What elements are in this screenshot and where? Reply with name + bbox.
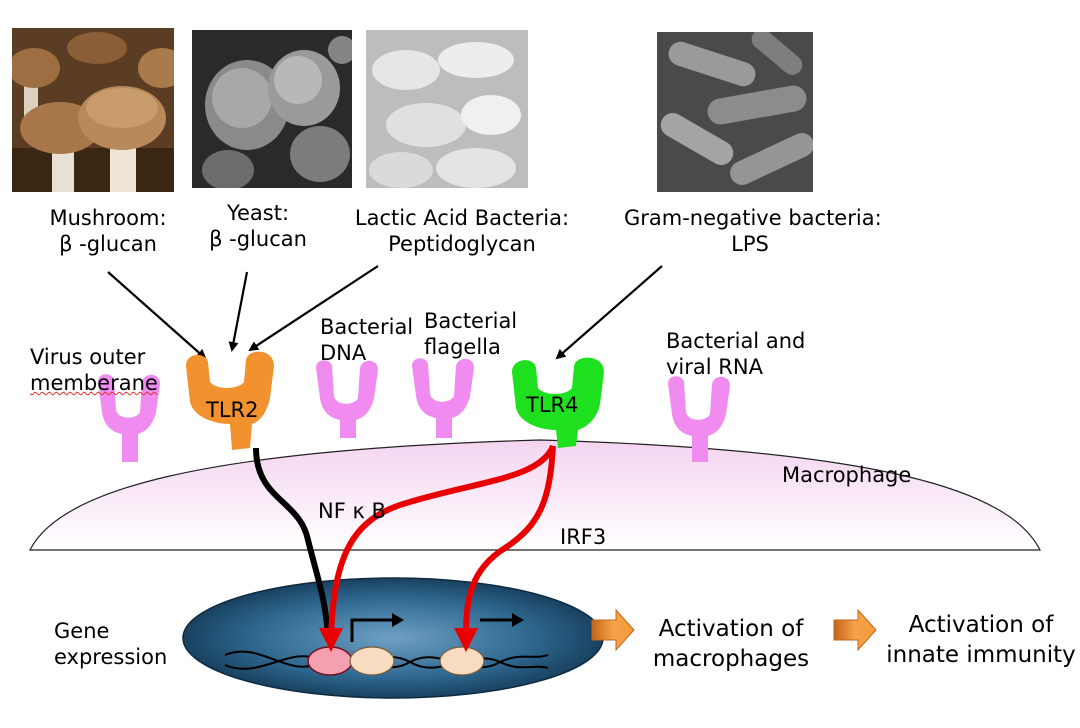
receptor-virus	[98, 374, 160, 462]
gram-negative-bacteria-photo	[657, 32, 813, 192]
arrow-lab-to-tlr2	[248, 265, 379, 352]
tlr4-to-nfkb-arrow	[328, 444, 556, 637]
mushroom-photo	[12, 28, 174, 192]
dna-line1: Bacterial	[320, 315, 414, 339]
gram-negative-component: LPS	[731, 232, 769, 256]
outcome-macrophage-label: Activation of macrophages	[646, 614, 816, 674]
receptor-bacterial-viral-rna	[668, 376, 730, 462]
dna-strand	[224, 650, 549, 669]
mushroom-name: Mushroom:	[49, 206, 167, 230]
block-arrow-1	[591, 608, 635, 652]
transcription-arrowhead-2	[512, 613, 524, 627]
virus-line2: memberane	[30, 371, 158, 395]
gene-expression-label: Gene expression	[54, 618, 167, 670]
gene-expression-line2: expression	[54, 645, 168, 669]
macrophage-label: Macrophage	[782, 463, 912, 487]
lactic-acid-bacteria-photo	[366, 30, 528, 188]
tlr4-label: TLR4	[525, 393, 578, 417]
ligand-virus-label: Virus outer memberane	[30, 344, 158, 396]
source-yeast-label: Yeast: β -glucan	[208, 200, 308, 252]
tlr4-receptor: TLR4	[512, 357, 604, 448]
outcome-innate-label: Activation of innate immunity	[886, 610, 1076, 670]
outcome-macrophage-line2: macrophages	[652, 646, 810, 672]
tlr2-receptor: TLR2	[186, 351, 274, 450]
yeast-name: Yeast:	[226, 201, 290, 225]
lab-component: Peptidoglycan	[388, 232, 536, 256]
tlr2-label: TLR2	[205, 398, 258, 422]
transcription-arrowhead-1	[392, 613, 404, 627]
source-lab-label: Lactic Acid Bacteria: Peptidoglycan	[346, 205, 578, 257]
dna-line2: DNA	[320, 341, 367, 365]
rna-line1: Bacterial and	[666, 329, 806, 353]
outcome-innate-line1: Activation of	[908, 612, 1054, 638]
ligand-rna-label: Bacterial and viral RNA	[666, 328, 805, 380]
red-arrowhead-2	[454, 628, 478, 652]
irf3-label: IRF3	[560, 525, 607, 549]
transcription-factor-nfkb	[307, 646, 353, 676]
yeast-photo	[192, 30, 352, 188]
gram-negative-name: Gram-negative bacteria:	[624, 206, 882, 230]
arrow-gram-negative-to-tlr4	[555, 265, 663, 360]
arrow-yeast-to-tlr2	[228, 271, 249, 352]
block-arrow-2	[833, 608, 877, 652]
transcription-arrow-1	[350, 618, 395, 642]
source-mushroom-label: Mushroom: β -glucan	[28, 205, 188, 257]
receptor-bacterial-flagella	[412, 358, 474, 438]
source-gram-negative-label: Gram-negative bacteria: LPS	[624, 205, 882, 257]
nfkb-pathway-arrow	[253, 447, 331, 639]
ligand-flagella-label: Bacterial flagella	[424, 308, 517, 360]
promoter-2	[439, 646, 485, 676]
flagella-line2: flagella	[424, 335, 501, 359]
ligand-dna-label: Bacterial DNA	[320, 314, 413, 366]
rna-line2: viral RNA	[666, 355, 763, 379]
nfkb-label: NF κ B	[318, 499, 386, 523]
gene-expression-line1: Gene	[54, 619, 110, 643]
irf3-pathway-arrow	[463, 445, 556, 637]
arrow-mushroom-to-tlr2	[107, 271, 207, 360]
dna-strand	[224, 655, 549, 670]
red-arrowhead-1	[319, 628, 343, 652]
mushroom-component: β -glucan	[59, 232, 157, 256]
promoter-1	[349, 646, 395, 676]
virus-line1: Virus outer	[30, 345, 146, 369]
yeast-component: β -glucan	[209, 227, 307, 251]
nucleus	[182, 577, 604, 699]
macrophage-cell	[29, 439, 1041, 551]
lab-name: Lactic Acid Bacteria:	[354, 206, 570, 230]
receptor-bacterial-dna	[316, 360, 378, 438]
outcome-macrophage-line1: Activation of	[658, 616, 804, 642]
flagella-line1: Bacterial	[424, 309, 518, 333]
outcome-innate-line2: innate immunity	[886, 642, 1076, 668]
